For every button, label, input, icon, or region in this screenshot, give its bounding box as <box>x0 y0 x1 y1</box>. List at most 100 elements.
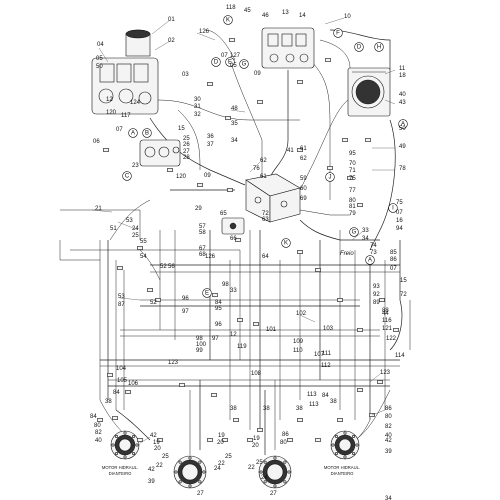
part-label-121: 121 <box>382 326 393 332</box>
part-label-87: 87 <box>118 302 125 308</box>
svg-text:A: A <box>368 257 372 263</box>
part-label-19: 19 <box>218 433 225 439</box>
leader-line <box>154 40 171 51</box>
part-label-108: 108 <box>251 371 262 377</box>
part-label-95: 95 <box>349 151 356 157</box>
pipe-fitting <box>155 298 161 302</box>
pipe-fitting <box>365 138 371 142</box>
pipe-fitting <box>377 380 383 384</box>
part-label-07: 07 <box>390 266 397 272</box>
hydraulic-motors <box>110 430 360 489</box>
svg-text:A: A <box>131 130 135 136</box>
control-valve-block <box>261 27 315 69</box>
route-letter-E: E <box>225 57 235 67</box>
part-label-82: 82 <box>385 424 392 430</box>
hydraulic-line <box>299 99 349 191</box>
hydraulic-line <box>319 39 351 69</box>
front-right-motor <box>330 430 360 460</box>
part-label-86: 86 <box>385 406 392 412</box>
pipe-fitting <box>297 80 303 84</box>
part-label-41: 41 <box>287 148 294 154</box>
part-label-54: 54 <box>140 254 147 260</box>
part-label-16: 16 <box>396 218 403 224</box>
svg-text:E: E <box>205 290 209 296</box>
route-letter-D: D <box>211 57 221 67</box>
leader-line <box>151 19 171 35</box>
hydraulic-line <box>157 99 300 121</box>
part-label-44: 44 <box>382 311 389 317</box>
pipe-fitting <box>125 390 131 394</box>
part-label-51: 51 <box>110 226 117 232</box>
part-label-53: 53 <box>118 294 125 300</box>
svg-text:A: A <box>401 121 405 127</box>
route-letter-E: E <box>202 288 212 298</box>
part-label-126: 126 <box>199 29 210 35</box>
part-label-10: 10 <box>344 14 351 20</box>
svg-text:E: E <box>228 59 232 65</box>
motor-caption-right-line2: DIANTEIRO <box>331 471 355 476</box>
part-label-07: 07 <box>221 53 228 59</box>
svg-text:B: B <box>145 130 149 136</box>
leader-line <box>139 436 151 444</box>
pipe-fitting <box>117 266 123 270</box>
pipe-fitting <box>197 183 203 187</box>
svg-text:D: D <box>357 44 362 50</box>
part-label-64: 64 <box>262 254 269 260</box>
part-label-22: 22 <box>248 465 255 471</box>
svg-text:C: C <box>125 173 130 179</box>
pipe-fitting <box>211 393 217 397</box>
part-label-25: 25 <box>183 136 190 142</box>
part-label-120: 120 <box>106 110 117 116</box>
part-label-60: 60 <box>300 186 307 192</box>
part-label-84: 84 <box>90 414 97 420</box>
part-label-86: 86 <box>282 432 289 438</box>
route-letter-A: A <box>398 119 408 129</box>
part-label-18: 18 <box>399 73 406 79</box>
part-label-113: 113 <box>309 402 319 408</box>
main-pump-assembly <box>91 29 159 115</box>
pipe-fitting <box>233 418 239 422</box>
part-label-80: 80 <box>349 198 356 204</box>
leader-line <box>384 99 396 105</box>
part-label-124: 124 <box>130 100 141 106</box>
part-label-93: 93 <box>373 284 380 290</box>
part-label-100: 100 <box>196 342 207 348</box>
part-label-19: 19 <box>253 436 260 442</box>
part-label-50: 50 <box>399 126 406 132</box>
part-label-72: 72 <box>262 211 269 217</box>
svg-text:K: K <box>284 240 288 246</box>
part-label-39: 39 <box>385 449 392 455</box>
pipe-fitting <box>179 383 185 387</box>
hydraulic-line <box>139 249 161 281</box>
part-label-23: 23 <box>132 163 139 169</box>
part-label-38: 38 <box>296 406 303 412</box>
part-label-32: 32 <box>194 112 201 118</box>
part-label-95: 95 <box>215 306 222 312</box>
hydraulic-line <box>229 59 263 180</box>
part-label-72: 72 <box>400 292 407 298</box>
part-label-58: 58 <box>199 230 206 236</box>
part-label-09: 09 <box>254 71 261 77</box>
leader-line <box>117 221 139 231</box>
part-label-113: 113 <box>307 392 317 398</box>
leader-line <box>196 32 216 41</box>
motor-caption-left-line2: DIANTEIRO <box>109 471 133 476</box>
part-number-labels: 0102030405501212012411706071263031324835… <box>90 5 407 500</box>
part-label-20: 20 <box>252 443 259 449</box>
pipe-fitting <box>137 246 143 250</box>
leader-line <box>98 47 109 63</box>
route-letter-A: A <box>128 128 138 138</box>
part-label-52: 52 <box>150 300 157 306</box>
part-label-42: 42 <box>150 433 157 439</box>
part-label-42: 42 <box>385 438 392 444</box>
route-letter-G: G <box>349 227 359 237</box>
part-label-02: 02 <box>168 38 175 44</box>
part-label-13: 13 <box>282 10 289 16</box>
pipe-fitting <box>297 250 303 254</box>
leader-line <box>351 231 363 241</box>
part-label-122: 122 <box>386 336 397 342</box>
part-label-12: 12 <box>106 97 113 103</box>
part-label-69: 69 <box>300 196 307 202</box>
part-label-34: 34 <box>385 496 392 500</box>
pipe-fitting <box>297 418 303 422</box>
